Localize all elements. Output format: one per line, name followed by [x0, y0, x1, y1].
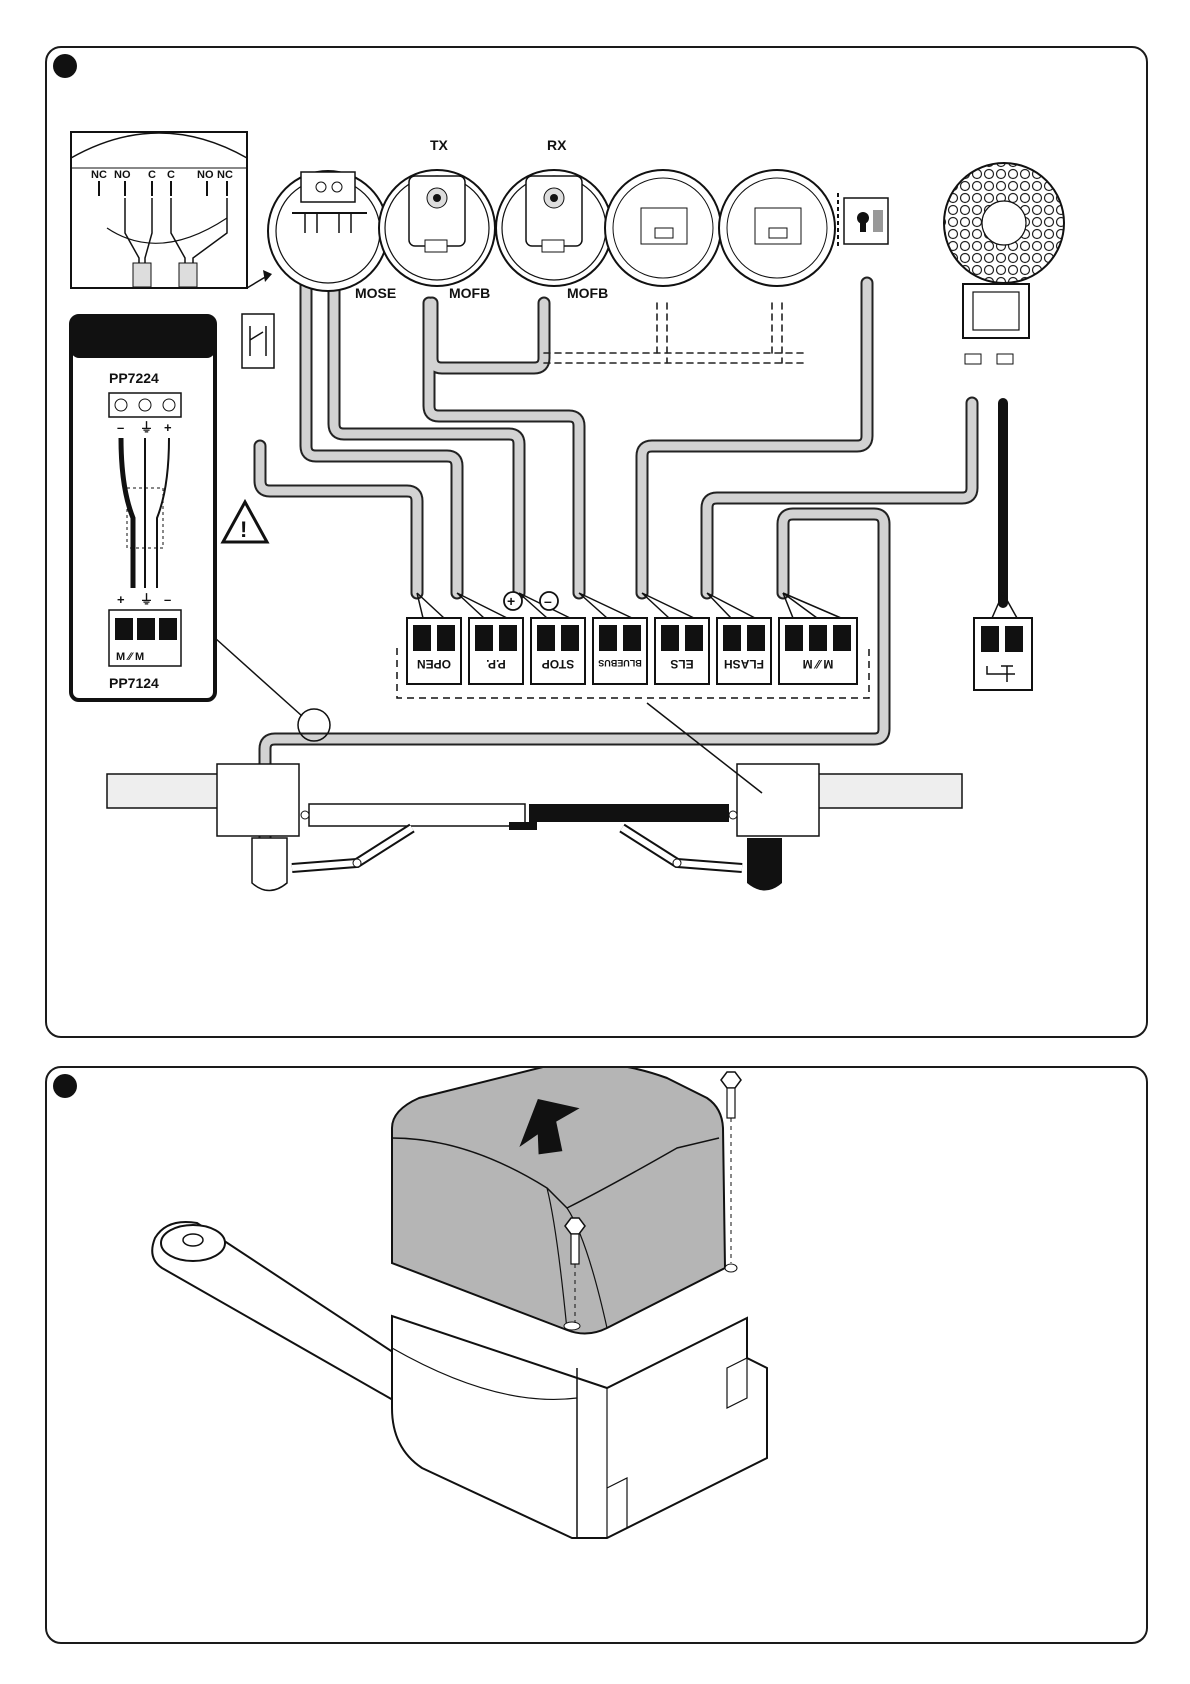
terminal-label-flash: FLASH: [724, 657, 764, 671]
operator-arm: [152, 1222, 417, 1408]
adapter-top-sign-minus: –: [117, 420, 124, 435]
terminal-pp: P.P.: [469, 618, 523, 684]
adapter-top-model: PP7224: [109, 370, 159, 386]
terminal-label-pp: P.P.: [486, 657, 506, 671]
cover-removal-illustration: [47, 1068, 1150, 1646]
inset-label-no-left: NO: [114, 169, 131, 181]
terminal-flash: FLASH: [717, 618, 771, 684]
label-mofb-rx: MOFB: [567, 285, 608, 301]
operator-base: [392, 1316, 767, 1538]
wiring-diagram-panel: NC NO C C NO NC MOSE: [45, 46, 1148, 1038]
terminal-label-motor: M ⁄⁄ M: [803, 657, 834, 671]
label-mose: MOSE: [355, 285, 396, 301]
flashing-lamp-device: [944, 163, 1064, 364]
key-switch-device: [838, 193, 888, 248]
terminal-blocks: OPEN P.P. STOP BLUEBUS ELS: [397, 618, 869, 698]
inset-label-nc-right: NC: [217, 169, 233, 181]
wiring-diagram: NC NO C C NO NC MOSE: [47, 48, 1150, 1040]
cover-removal-panel: [45, 1066, 1148, 1644]
extra-photocell-2: [719, 170, 835, 286]
adapter-box: PP7224 – ⏚ + + ⏚ – M ⁄⁄ M PP7124: [71, 316, 215, 700]
adapter-bottom-sign-plus: +: [117, 592, 125, 607]
polarity-markers: + –: [504, 592, 558, 610]
inset-label-c-right: C: [167, 169, 175, 181]
contact-inset: NC NO C C NO NC: [71, 132, 272, 288]
terminal-stop: STOP: [531, 618, 585, 684]
adapter-top-sign-ground: ⏚: [140, 420, 153, 435]
adapter-bottom-model: PP7124: [109, 675, 159, 691]
photocell-tx: TX MOFB: [379, 137, 495, 301]
inset-label-no-right: NO: [197, 169, 214, 181]
adapter-bottom-sign-ground: ⏚: [140, 592, 153, 607]
adapter-bottom-terminals: M ⁄⁄ M: [116, 651, 144, 663]
polarity-plus: +: [507, 593, 515, 609]
terminal-label-bluebus: BLUEBUS: [598, 658, 642, 668]
terminal-open: OPEN: [407, 618, 461, 684]
terminal-bluebus: BLUEBUS: [593, 618, 647, 684]
adapter-top-sign-plus: +: [164, 420, 172, 435]
wire-forks: [417, 593, 841, 618]
label-mofb-tx: MOFB: [449, 285, 490, 301]
polarity-minus: –: [544, 593, 552, 609]
key-selector-device: MOSE: [268, 171, 396, 301]
extra-photocell-1: [605, 170, 721, 286]
terminal-label-stop: STOP: [542, 657, 574, 671]
push-button-device: [242, 314, 274, 368]
label-tx: TX: [430, 137, 449, 153]
inset-label-nc-left: NC: [91, 169, 107, 181]
terminal-label-els: ELS: [670, 657, 693, 671]
terminal-motor: M ⁄⁄ M: [779, 618, 857, 684]
photocell-rx: RX MOFB: [496, 137, 612, 301]
terminal-label-open: OPEN: [417, 657, 451, 671]
terminal-els: ELS: [655, 618, 709, 684]
label-rx: RX: [547, 137, 567, 153]
inset-label-c-left: C: [148, 169, 156, 181]
svg-text:!: !: [240, 517, 247, 542]
adapter-bottom-sign-minus: –: [164, 592, 171, 607]
warning-icon: !: [223, 502, 267, 542]
